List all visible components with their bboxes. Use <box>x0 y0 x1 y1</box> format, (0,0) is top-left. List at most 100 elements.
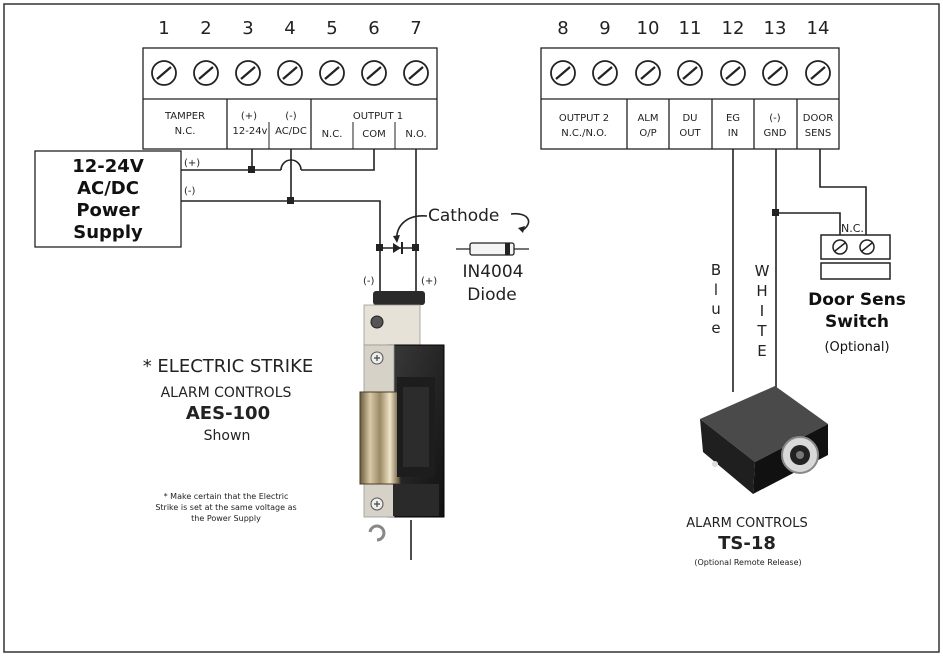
du-label: DU <box>682 113 697 124</box>
door-sens-switch <box>820 234 891 280</box>
alm-op-label: O/P <box>639 128 656 139</box>
strike-pos-label: (+) <box>421 276 437 287</box>
door-sens-label: SENS <box>805 128 832 139</box>
strike-note-line: Strike is set at the same voltage as <box>155 503 296 512</box>
terminal-screw <box>193 60 219 86</box>
terminal-number: 8 <box>557 18 568 39</box>
right-block-labels: OUTPUT 2 N.C./N.O. ALM O/P DU OUT EG IN … <box>559 113 833 139</box>
white-wire-letter: T <box>756 322 767 340</box>
terminal-number: 1 <box>158 18 169 39</box>
ts18-model: TS-18 <box>718 533 776 554</box>
ts18-note: (Optional Remote Release) <box>694 558 801 567</box>
diagram-frame <box>3 3 940 653</box>
terminal-number: 5 <box>326 18 337 39</box>
strike-title: * ELECTRIC STRIKE <box>143 356 314 377</box>
power-neg-acdc-label: AC/DC <box>275 126 307 137</box>
white-wire-letter: E <box>757 342 766 360</box>
blue-wire-letter: B <box>711 261 721 279</box>
terminal-screw <box>762 60 788 86</box>
power-supply-box: 12-24V AC/DC Power Supply <box>34 150 182 248</box>
strike-model: AES-100 <box>186 403 270 424</box>
strike-neg-label: (-) <box>363 276 375 287</box>
terminal-screw <box>677 60 703 86</box>
eg-in-label: IN <box>728 128 738 139</box>
du-out-label: OUT <box>679 128 701 139</box>
gnd-neg-label: (-) <box>769 113 781 124</box>
terminal-screw <box>550 60 576 86</box>
terminal-screw <box>805 60 831 86</box>
alm-label: ALM <box>637 113 658 124</box>
terminal-numbers-left: 1 2 3 4 5 6 7 <box>158 18 421 39</box>
terminal-screw <box>235 60 261 86</box>
door-switch-title: Door Sens <box>808 290 906 310</box>
power-supply-line: Supply <box>73 222 143 243</box>
electric-strike-image <box>359 291 445 542</box>
white-wire-letter: W <box>755 262 770 280</box>
ts18-brand: ALARM CONTROLS <box>686 516 807 531</box>
wires-left <box>181 149 419 560</box>
left-block-labels: TAMPER N.C. (+) 12-24v (-) AC/DC OUTPUT … <box>164 111 427 140</box>
ts18-labels: ALARM CONTROLS TS-18 (Optional Remote Re… <box>686 516 807 567</box>
strike-brand: ALARM CONTROLS <box>161 385 292 401</box>
output1-no-label: N.O. <box>405 129 426 140</box>
tamper-nc-label: N.C. <box>175 126 196 137</box>
output2-mode-label: N.C./N.O. <box>561 128 607 139</box>
gnd-label: GND <box>764 128 787 139</box>
terminal-block-right <box>540 47 840 150</box>
door-nc-label: N.C. <box>841 222 864 235</box>
tamper-label: TAMPER <box>164 111 205 122</box>
terminal-screw <box>151 60 177 86</box>
strike-note-line: the Power Supply <box>191 514 261 523</box>
output1-com-label: COM <box>362 129 385 140</box>
output2-label: OUTPUT 2 <box>559 113 609 124</box>
terminal-numbers-right: 8 9 10 11 12 13 14 <box>557 18 829 39</box>
diode-symbol <box>393 212 530 256</box>
terminal-number: 9 <box>599 18 610 39</box>
terminal-number: 12 <box>722 18 745 39</box>
terminal-number: 11 <box>679 18 702 39</box>
output1-title: OUTPUT 1 <box>353 111 403 122</box>
power-supply-line: 12-24V <box>72 156 144 177</box>
white-wire-letter: H <box>756 282 767 300</box>
terminal-screw <box>635 60 661 86</box>
door-label: DOOR <box>803 113 833 124</box>
terminal-number: 13 <box>764 18 787 39</box>
terminal-screw <box>277 60 303 86</box>
ts18-remote-release-image <box>700 386 828 494</box>
strike-labels: * ELECTRIC STRIKE ALARM CONTROLS AES-100… <box>143 356 314 523</box>
power-supply-line: AC/DC <box>77 178 139 199</box>
door-switch-labels: Door Sens Switch (Optional) <box>808 290 906 355</box>
terminal-screw <box>361 60 387 86</box>
strike-note-line: * Make certain that the Electric <box>164 492 289 501</box>
terminal-screw <box>592 60 618 86</box>
output1-nc-label: N.C. <box>322 129 343 140</box>
white-wire-letter: I <box>760 302 764 320</box>
blue-wire-letter: l <box>714 281 718 299</box>
terminal-number: 10 <box>637 18 660 39</box>
diode-name-label: Diode <box>467 285 516 305</box>
terminal-number: 3 <box>242 18 253 39</box>
blue-wire-letter: u <box>711 300 721 318</box>
eg-label: EG <box>726 113 740 124</box>
terminal-screw <box>319 60 345 86</box>
wire-color-labels: B l u e W H I T E <box>711 261 770 360</box>
psu-pos-label: (+) <box>184 158 200 169</box>
terminal-screw <box>403 60 429 86</box>
terminal-number: 4 <box>284 18 295 39</box>
terminal-screw <box>720 60 746 86</box>
terminal-number: 7 <box>410 18 421 39</box>
door-switch-optional: (Optional) <box>824 340 889 355</box>
power-neg-label: (-) <box>285 111 297 122</box>
blue-wire-letter: e <box>711 319 720 337</box>
power-supply-line: Power <box>76 200 139 221</box>
terminal-number: 2 <box>200 18 211 39</box>
wires-right <box>732 149 867 392</box>
power-pos-label: (+) <box>241 111 257 122</box>
strike-shown: Shown <box>204 428 251 444</box>
cathode-label: Cathode <box>428 206 499 226</box>
terminal-screws-left <box>151 60 429 86</box>
terminal-number: 14 <box>807 18 830 39</box>
power-pos-volt-label: 12-24v <box>233 126 268 137</box>
terminal-number: 6 <box>368 18 379 39</box>
